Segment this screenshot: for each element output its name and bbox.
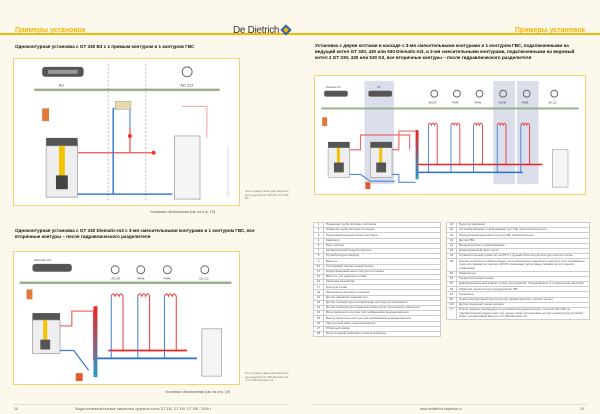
brand-logo: De Dietrich bbox=[233, 24, 292, 36]
scheme1-note: Этот пример также действителен для модел… bbox=[245, 189, 289, 201]
scheme1-label: B3 bbox=[59, 83, 65, 88]
logo-text: De Dietrich bbox=[233, 25, 280, 36]
scheme2-label: Diematic-m3 bbox=[34, 258, 51, 262]
scheme3-label: AD249 bbox=[498, 101, 506, 105]
scheme2-note: Этот пример также действителен для модел… bbox=[245, 371, 289, 383]
legend-number: 48 bbox=[446, 258, 457, 272]
section-title-right: Примеры установок bbox=[514, 27, 585, 34]
scheme1-legend-ref: Условные обозначения (см. на стр. 19) bbox=[150, 210, 215, 214]
scheme2-label: AD199 bbox=[111, 277, 120, 281]
scheme3-label: FM48 bbox=[522, 101, 529, 105]
legend-description: В этом примере рекомендуется установка п… bbox=[456, 306, 590, 321]
scheme3-label: FM48 bbox=[475, 101, 482, 105]
scheme1-diagram: B3 AD 212 bbox=[13, 58, 240, 206]
scheme3-label: FM48 bbox=[452, 101, 459, 105]
scheme3-label: AD 212 bbox=[548, 101, 557, 105]
scheme2-diagram: Diematic-m3 AD199 FM48 FM48 AD 212 bbox=[13, 251, 240, 385]
scheme2-title: Одноконтурная установка с GT 330 Diemati… bbox=[15, 228, 255, 239]
footer-url[interactable]: www.dedietrich-otoplenie.ru bbox=[420, 407, 462, 411]
scheme1-title: Одноконтурная установка с GT 330 B3 с 1 … bbox=[15, 44, 195, 49]
logo-diamond-icon bbox=[280, 24, 292, 36]
footer-rule-right bbox=[312, 404, 587, 405]
legend-number: (*) bbox=[446, 306, 457, 321]
legend-number: 28 bbox=[313, 330, 324, 338]
legend-description: Ограничительный термостат на 65°C с ручн… bbox=[456, 253, 590, 260]
footer-rule-left bbox=[13, 404, 288, 405]
footer-publication: Жидкотопливные/газовые напольные чугунны… bbox=[75, 407, 211, 411]
section-title-left: Примеры установок bbox=[15, 27, 86, 34]
scheme1-label: AD 212 bbox=[180, 83, 193, 88]
scheme3-title: Установка с двумя котлами в каскаде с 3-… bbox=[315, 43, 575, 60]
scheme3-diagram: Diematic-m3 K3 AD199 FM48 FM48 AD249 FM4… bbox=[314, 75, 586, 195]
scheme2-label: AD 212 bbox=[199, 277, 209, 281]
scheme3-label: K3 bbox=[377, 85, 381, 89]
scheme2-label: FM48 bbox=[137, 277, 145, 281]
header-rule bbox=[0, 33, 600, 35]
legend-description: Датчик подающей линии каскада bbox=[456, 301, 590, 309]
scheme3-label: AD199 bbox=[428, 101, 436, 105]
scheme2-legend-ref: Условные обозначения (см. на стр. 19) bbox=[165, 390, 230, 394]
legend-description: Контактор является обязательным, если не… bbox=[456, 258, 590, 272]
scheme2-label: FM48 bbox=[163, 277, 171, 281]
legend-row: (*)В этом примере рекомендуется установк… bbox=[446, 306, 590, 321]
page-number-left: 18 bbox=[14, 407, 18, 411]
scheme3-label: Diematic-m3 bbox=[326, 85, 341, 89]
legend-description: Вход холодной санитарно-технической воды bbox=[323, 330, 441, 338]
page-number-right: 19 bbox=[580, 407, 584, 411]
